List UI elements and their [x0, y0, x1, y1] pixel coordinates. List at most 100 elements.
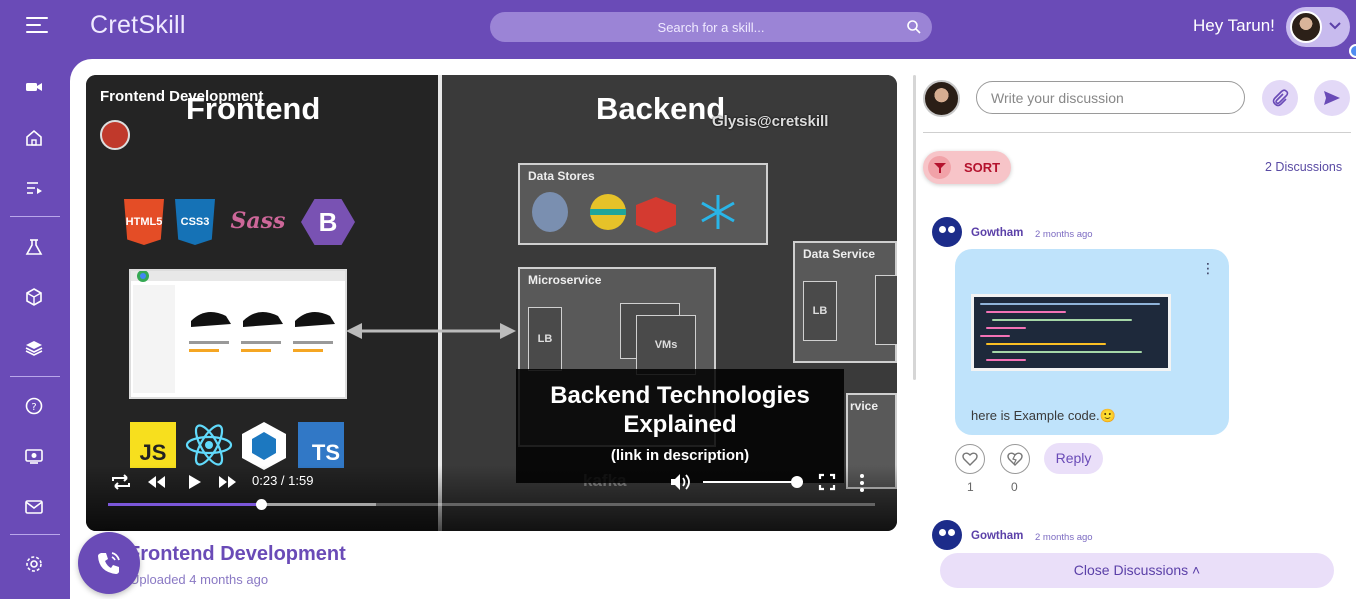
video-controls-bar — [86, 465, 897, 531]
javascript-logo: JS — [130, 422, 176, 468]
sidebar-divider — [10, 216, 60, 217]
play-icon[interactable] — [186, 474, 202, 490]
dislike-button[interactable] — [1000, 444, 1030, 474]
sort-button[interactable]: SORT — [923, 151, 1011, 184]
video-player[interactable]: Frontend Frontend Development Backend Gl… — [86, 75, 897, 531]
box-icon[interactable] — [24, 287, 44, 307]
comment-options-icon[interactable]: ⋮ — [1201, 261, 1215, 277]
svg-text:?: ? — [31, 402, 36, 413]
commenter-avatar[interactable] — [932, 520, 962, 550]
comment-author[interactable]: Gowtham — [971, 227, 1024, 239]
help-icon[interactable]: ? — [24, 396, 44, 416]
sort-label: SORT — [964, 160, 1001, 175]
reply-button[interactable]: Reply — [1044, 443, 1103, 474]
discussion-scrollbar[interactable] — [913, 75, 916, 380]
filter-icon — [928, 156, 951, 179]
video-caption-card: Backend Technologies Explained (link in … — [516, 369, 844, 483]
channel-avatar[interactable] — [100, 120, 130, 150]
video-frame-divider — [438, 75, 442, 531]
data-stores-box: Data Stores — [518, 163, 768, 245]
video-progress-played — [108, 503, 262, 506]
heart-icon — [962, 452, 978, 466]
comment-message: here is Example code.🙂 — [971, 408, 1116, 423]
frontend-backend-arrow — [346, 323, 516, 339]
send-icon — [1324, 91, 1340, 105]
data-service-label: Data Service — [803, 247, 876, 261]
video-camera-icon[interactable] — [24, 77, 44, 97]
sidebar-divider — [10, 534, 60, 535]
sidebar: ? — [0, 56, 70, 599]
volume-slider-track[interactable] — [703, 481, 797, 483]
discussion-input[interactable] — [976, 81, 1245, 114]
load-balancer-box: LB — [528, 307, 562, 371]
playlist-icon[interactable] — [24, 178, 44, 198]
data-service-lb: LB — [803, 281, 837, 341]
caption-line-1: Backend Technologies — [550, 382, 810, 409]
volume-icon[interactable] — [669, 472, 691, 492]
search-bar[interactable] — [490, 12, 932, 42]
sass-logo: Sass — [230, 208, 286, 234]
video-progress-bar[interactable] — [108, 499, 875, 510]
current-user-avatar — [923, 80, 960, 117]
service-label-partial: rvice — [850, 399, 879, 413]
video-overlay-title[interactable]: Frontend Development — [100, 88, 264, 105]
html5-logo: HTML5 — [124, 199, 164, 245]
comment-timestamp: 2 months ago — [1035, 532, 1093, 543]
webpack-logo-icon — [242, 422, 286, 470]
attach-button[interactable] — [1262, 80, 1298, 116]
user-greeting: Hey Tarun! — [1193, 16, 1275, 35]
dislike-count: 0 — [1011, 480, 1018, 494]
comment-timestamp: 2 months ago — [1035, 229, 1093, 240]
phone-call-icon — [98, 552, 120, 574]
loop-icon[interactable] — [110, 473, 132, 491]
frontend-heading: Frontend — [186, 91, 321, 126]
video-time-display: 0:23 / 1:59 — [252, 473, 314, 488]
brand-logo[interactable]: CretSkill — [90, 11, 186, 39]
volume-slider-handle[interactable] — [791, 476, 803, 488]
search-input[interactable] — [490, 12, 932, 42]
notification-dot[interactable] — [1349, 44, 1356, 58]
typescript-logo: TS — [298, 422, 344, 468]
broken-heart-icon — [1007, 452, 1023, 466]
more-options-icon[interactable] — [858, 473, 866, 493]
settings-icon[interactable] — [24, 554, 44, 574]
hamburger-menu-icon[interactable] — [26, 17, 48, 35]
like-button[interactable] — [955, 444, 985, 474]
chevron-down-icon — [1329, 22, 1341, 30]
certificate-icon[interactable] — [24, 446, 44, 466]
call-fab-button[interactable] — [78, 532, 140, 594]
microservice-label: Microservice — [528, 273, 602, 287]
layers-icon[interactable] — [24, 338, 44, 358]
sidebar-divider — [10, 376, 60, 377]
paperclip-icon — [1272, 89, 1289, 107]
like-count: 1 — [967, 480, 974, 494]
fullscreen-icon[interactable] — [818, 473, 836, 491]
data-stores-label: Data Stores — [528, 169, 595, 183]
backend-heading: Backend — [596, 91, 726, 126]
close-discussions-button[interactable]: Close Discussions ˄ — [940, 553, 1334, 588]
commenter-avatar[interactable] — [932, 217, 962, 247]
video-progress-handle[interactable] — [256, 499, 268, 510]
send-button[interactable] — [1314, 80, 1350, 116]
fast-forward-icon[interactable] — [218, 474, 238, 490]
video-upload-date: Uploaded 4 months ago — [130, 572, 269, 587]
ecommerce-screenshot-thumbnail — [129, 269, 347, 399]
bootstrap-logo: B — [301, 199, 355, 245]
search-icon[interactable] — [906, 19, 922, 35]
data-service-node — [875, 275, 897, 345]
video-title: Frontend Development — [128, 543, 346, 565]
rewind-icon[interactable] — [146, 474, 166, 490]
discussion-divider — [923, 132, 1351, 133]
lab-flask-icon[interactable] — [24, 237, 44, 257]
css3-logo: CSS3 — [175, 199, 215, 245]
vms-box: VMs — [636, 315, 696, 375]
caption-line-3: (link in description) — [610, 447, 750, 464]
mail-icon[interactable] — [24, 497, 44, 517]
product-grid-illustration — [131, 270, 345, 393]
user-menu[interactable] — [1286, 7, 1350, 47]
home-icon[interactable] — [24, 128, 44, 148]
comment-author[interactable]: Gowtham — [971, 530, 1024, 542]
code-screenshot-attachment[interactable] — [971, 294, 1171, 371]
caption-line-2: Explained — [623, 411, 737, 438]
discussion-count: 2 Discussions — [1265, 160, 1343, 174]
